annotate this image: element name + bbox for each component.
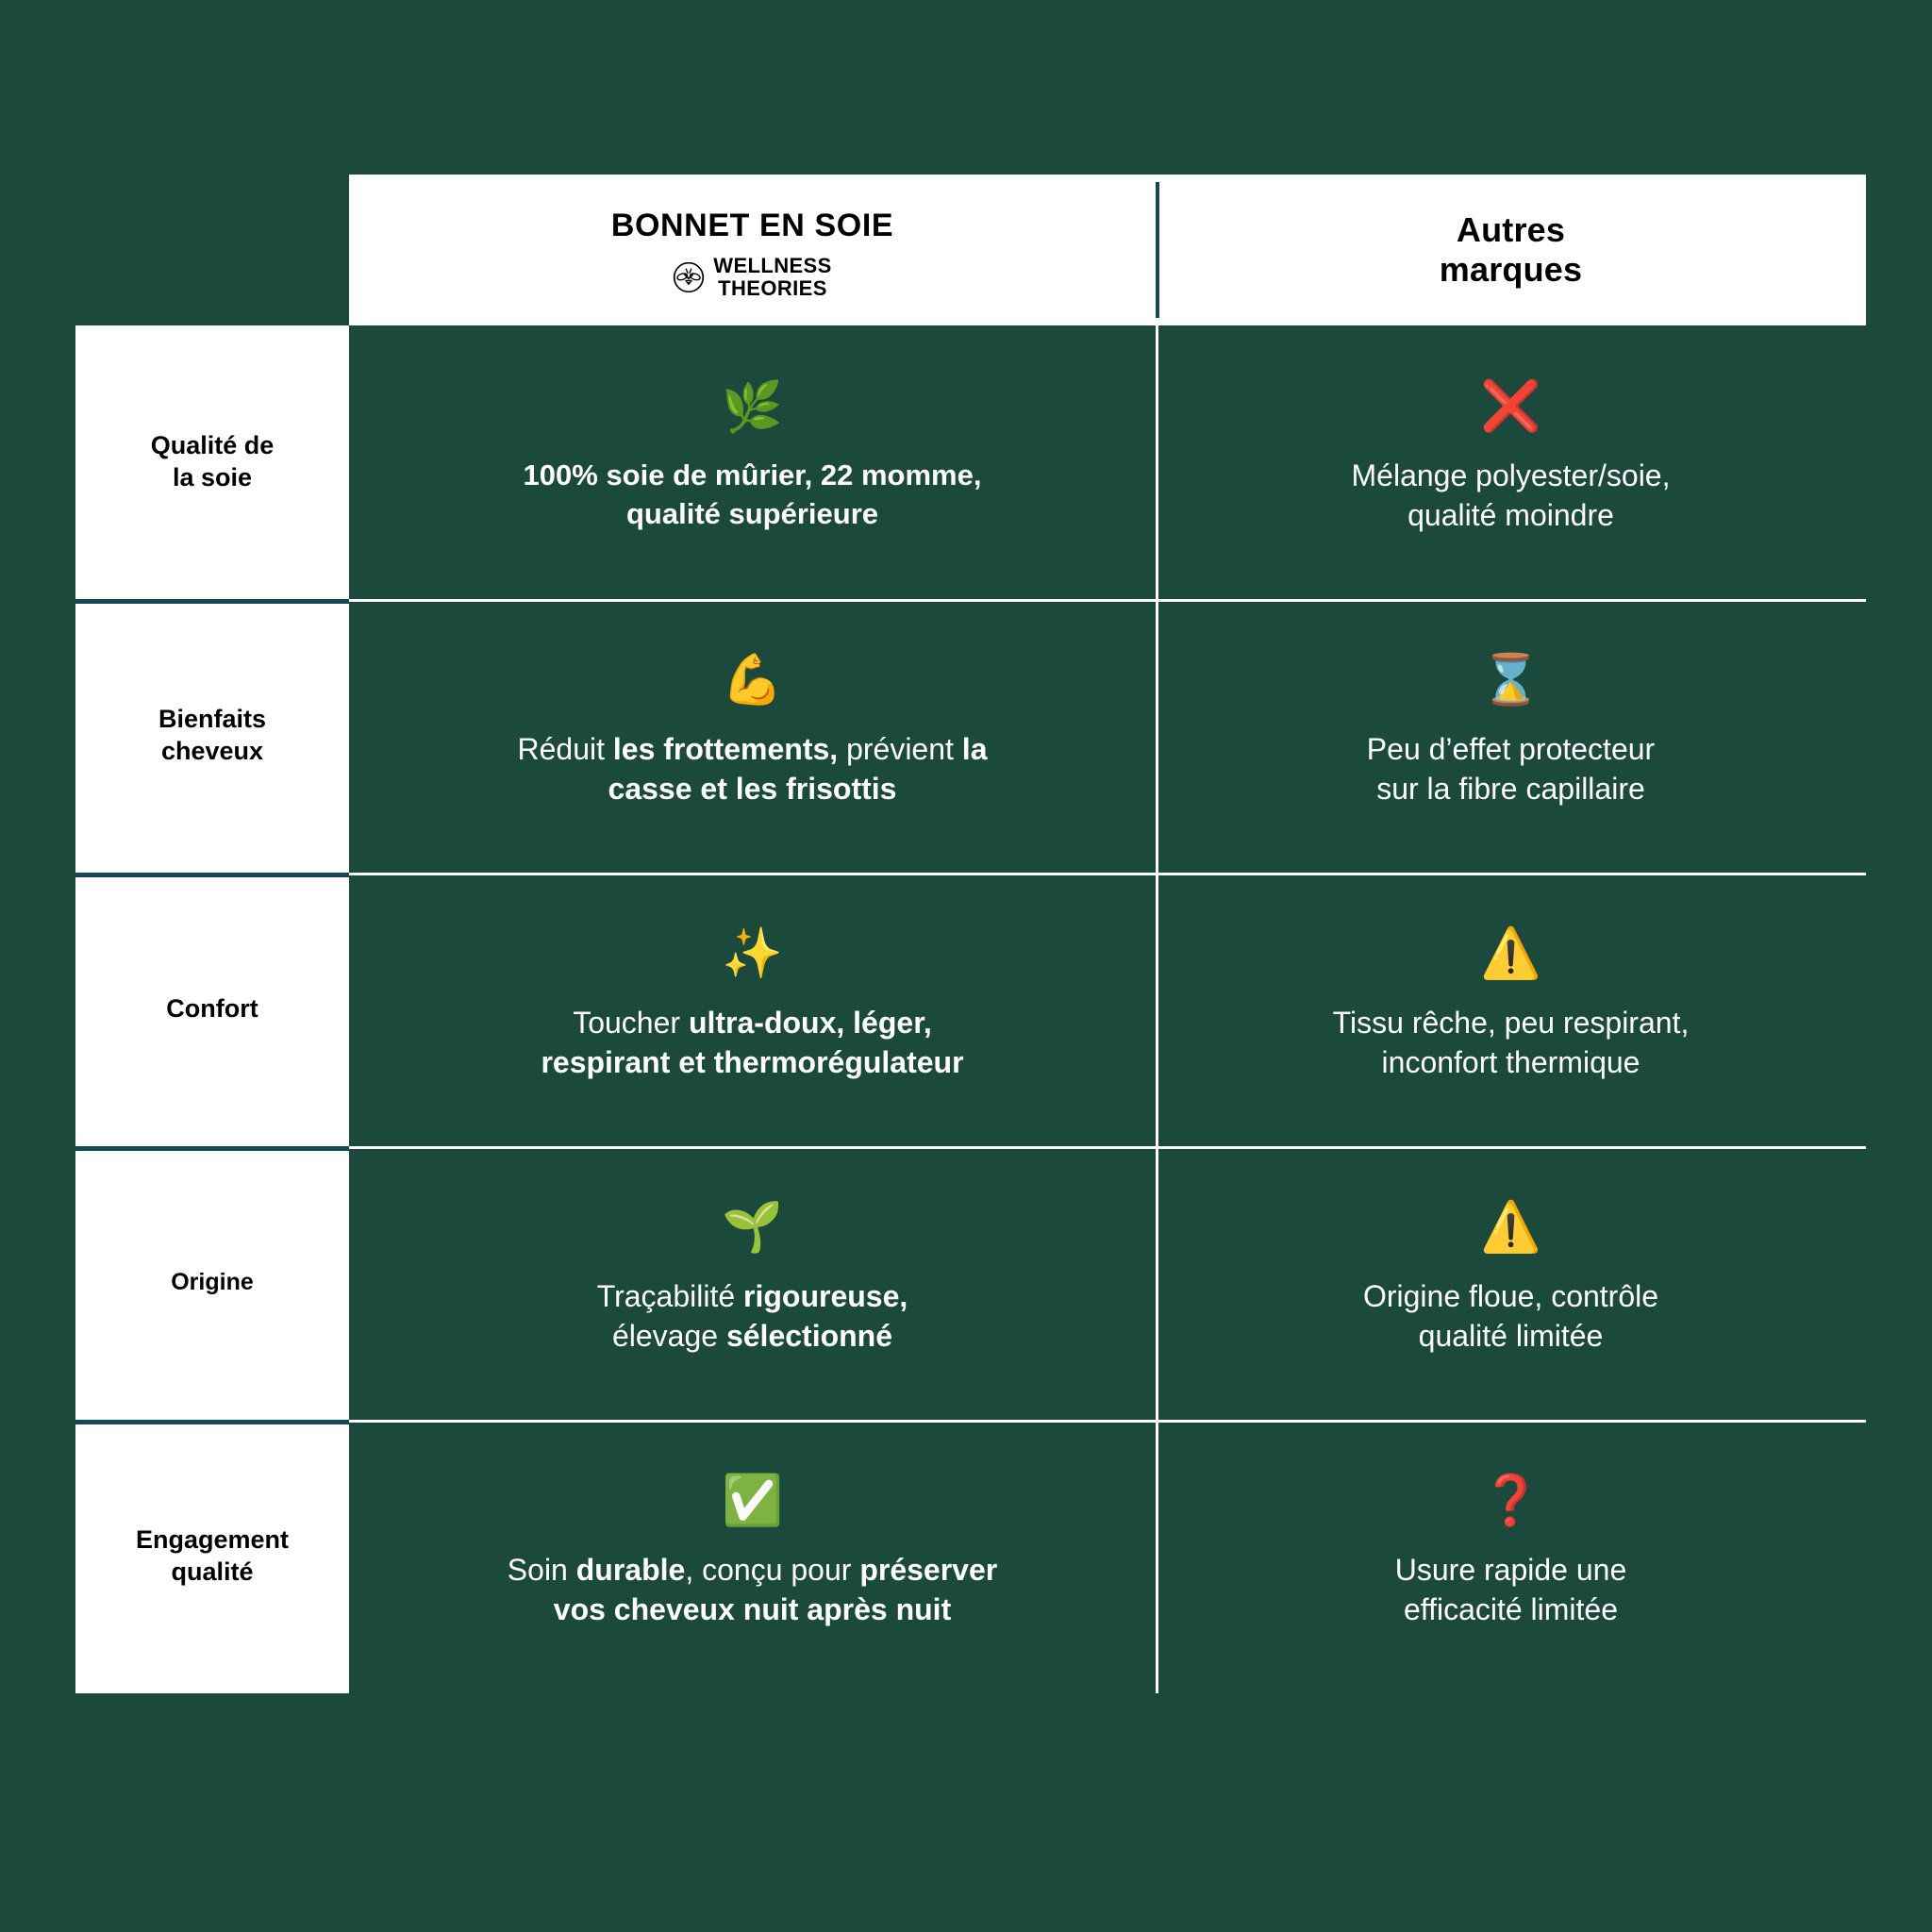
row-label-line-1: Engagement <box>135 1525 290 1555</box>
other-brands-line-1: Autres <box>1456 209 1566 249</box>
row-label-text: Qualité de la soie <box>151 430 275 494</box>
red-question-mark-emoji: ❓ <box>1480 1473 1541 1528</box>
hourglass-emoji: ⌛ <box>1480 652 1541 708</box>
check-mark-button-emoji: ✅ <box>722 1473 783 1528</box>
cell-ours-confort: ✨ Toucher ultra-doux, léger,respirant et… <box>349 873 1156 1146</box>
header-cell-our-brand: BONNET EN SOIE WELLNESS THEORIES <box>349 175 1156 325</box>
brand-logo-text: WELLNESS THEORIES <box>713 253 832 301</box>
herb-leaf-emoji: 🌿 <box>722 380 783 436</box>
sparkles-emoji: ✨ <box>722 925 783 981</box>
row-label-text: Engagement qualité <box>136 1524 289 1589</box>
warning-sign-emoji: ⚠️ <box>1480 1199 1541 1255</box>
red-cross-mark-emoji: ❌ <box>1480 378 1541 434</box>
row-label-text: Origine <box>171 1269 254 1296</box>
row-label-text: Confort <box>166 994 258 1024</box>
row-label-origine: Origine <box>75 1146 349 1420</box>
comparison-table: BONNET EN SOIE WELLNESS THEORIES <box>75 175 1866 1722</box>
header-empty-corner <box>75 175 349 325</box>
cell-theirs-text: Tissu rêche, peu respirant,inconfort the… <box>1332 1005 1690 1079</box>
cell-theirs-confort: ⚠️ Tissu rêche, peu respirant,inconfort … <box>1156 873 1866 1146</box>
warning-sign-emoji: ⚠️ <box>1480 925 1541 981</box>
cell-ours-text: 100% soie de mûrier, 22 momme,qualité su… <box>523 458 982 530</box>
header-cell-other-brands: Autres marques <box>1156 175 1866 325</box>
flexed-biceps-emoji: 💪 <box>722 652 783 708</box>
other-brands-title: Autres marques <box>1440 210 1582 291</box>
row-label-line-2: cheveux <box>160 737 264 765</box>
cell-ours-origine: 🌱 Traçabilité rigoureuse,élevage sélecti… <box>349 1146 1156 1420</box>
cell-ours-text: Toucher ultra-doux, léger,respirant et t… <box>541 1005 964 1079</box>
row-label-line-1: Qualité de <box>150 431 275 460</box>
brand-logo-line-1: WELLNESS <box>713 253 832 277</box>
row-label-confort: Confort <box>75 873 349 1146</box>
row-label-bienfaits-cheveux: Bienfaits cheveux <box>75 599 349 873</box>
brand-logo-line-2: THEORIES <box>718 276 827 301</box>
bee-in-circle-icon <box>673 261 705 293</box>
row-label-line-2: la soie <box>172 463 253 491</box>
cell-theirs-qualite-de-la-soie: ❌ Mélange polyester/soie,qualité moindre <box>1156 325 1866 599</box>
cell-ours-text: Traçabilité rigoureuse,élevage sélection… <box>596 1278 908 1353</box>
brand-title: BONNET EN SOIE <box>610 208 894 244</box>
header-vertical-divider <box>1156 182 1159 318</box>
cell-ours-qualite-de-la-soie: 🌿 100% soie de mûrier, 22 momme,qualité … <box>349 325 1156 599</box>
row-label-line-1: Bienfaits <box>158 705 267 734</box>
other-brands-line-2: marques <box>1439 250 1583 289</box>
row-label-line-2: qualité <box>171 1557 254 1586</box>
row-label-engagement-qualite: Engagement qualité <box>75 1420 349 1693</box>
cell-theirs-text: Mélange polyester/soie,qualité moindre <box>1351 458 1671 532</box>
row-label-text: Bienfaits cheveux <box>158 704 266 768</box>
seedling-emoji: 🌱 <box>722 1199 783 1255</box>
row-label-qualite-de-la-soie: Qualité de la soie <box>75 325 349 599</box>
brand-lockup: WELLNESS THEORIES <box>673 253 832 301</box>
